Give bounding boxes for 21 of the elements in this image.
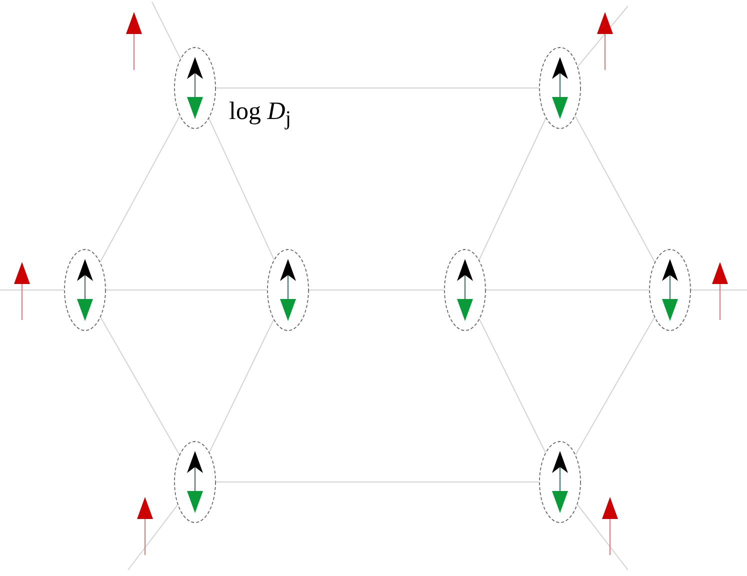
connector-line <box>575 316 655 456</box>
connector-line <box>577 504 628 570</box>
dashed-ellipse <box>64 249 106 331</box>
connector-line <box>208 319 274 453</box>
connector-line <box>152 2 181 60</box>
dashed-ellipse <box>649 249 691 331</box>
connector-line <box>208 118 274 260</box>
connector-line <box>128 504 178 570</box>
dashed-ellipse <box>267 249 309 331</box>
connector-line <box>577 6 628 67</box>
connector-line <box>479 319 546 453</box>
dashed-ellipse <box>539 47 581 129</box>
connector-line <box>100 316 180 456</box>
connector-line <box>478 118 546 260</box>
dashed-ellipse <box>174 47 216 129</box>
dashed-ellipse <box>444 249 486 331</box>
dashed-ellipse <box>174 441 216 523</box>
math-label: log D$_{j}$ <box>229 98 292 131</box>
connector-line <box>574 116 656 262</box>
dashed-ellipse <box>539 441 581 523</box>
connector-line <box>100 116 180 262</box>
